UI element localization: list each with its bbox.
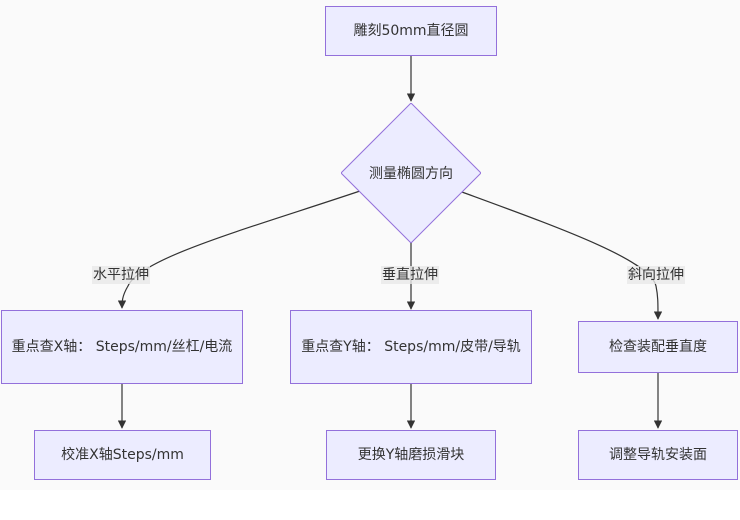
- edge-decision-to-check-x: [117, 190, 361, 309]
- edge-label-horizontal: 水平拉伸: [92, 266, 150, 284]
- check-y-node-label: 重点查Y轴： Steps/mm/皮带/导轨: [301, 339, 521, 355]
- edges-layer: [117, 56, 663, 429]
- start-node: 雕刻50mm直径圆: [325, 6, 497, 56]
- check-x-node-label: 重点查X轴： Steps/mm/丝杠/电流: [11, 339, 233, 355]
- replace-y-node: 更换Y轴磨损滑块: [326, 430, 496, 480]
- edge-label-diagonal: 斜向拉伸: [627, 266, 685, 284]
- replace-y-node-label: 更换Y轴磨损滑块: [357, 447, 465, 463]
- decision-diamond-shape: [341, 103, 481, 243]
- adjust-rail-node: 调整导轨安装面: [578, 430, 738, 480]
- start-node-label: 雕刻50mm直径圆: [353, 23, 469, 39]
- check-x-node: 重点查X轴： Steps/mm/丝杠/电流: [1, 310, 243, 384]
- edge-label-vertical: 垂直拉伸: [381, 266, 439, 284]
- edge-decision-to-check-mount: [461, 191, 663, 320]
- check-mount-node-label: 检查装配垂直度: [609, 339, 707, 355]
- flowchart-canvas: 雕刻50mm直径圆 测量椭圆方向 水平拉伸 垂直拉伸 斜向拉伸 重点查X轴： S…: [1, 6, 738, 480]
- decision-node: 测量椭圆方向: [341, 103, 481, 243]
- check-mount-node: 检查装配垂直度: [578, 321, 738, 373]
- decision-node-label: 测量椭圆方向: [369, 166, 453, 182]
- adjust-rail-node-label: 调整导轨安装面: [609, 447, 707, 463]
- check-y-node: 重点查Y轴： Steps/mm/皮带/导轨: [290, 310, 532, 384]
- calibrate-x-node-label: 校准X轴Steps/mm: [61, 447, 184, 463]
- calibrate-x-node: 校准X轴Steps/mm: [34, 430, 211, 480]
